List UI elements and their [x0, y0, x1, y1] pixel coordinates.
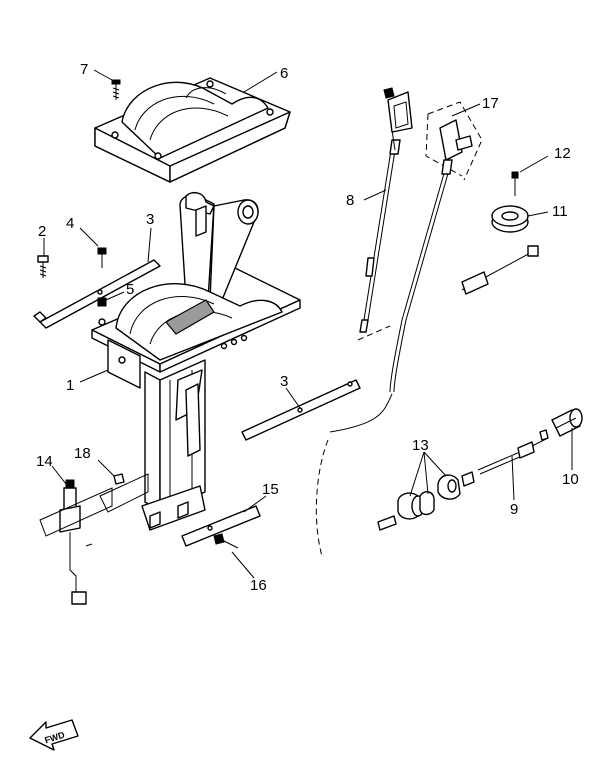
part-14-neutral-switch — [39, 479, 113, 605]
callout-1: 1 — [66, 377, 74, 394]
callout-16: 16 — [250, 577, 267, 594]
callout-7: 7 — [80, 61, 88, 78]
callout-13: 13 — [412, 437, 429, 454]
part-1-control-lever-assembly — [91, 191, 301, 531]
callout-3-lower: 3 — [280, 373, 288, 390]
part-5-nut — [97, 297, 107, 307]
part-push-rod — [461, 245, 539, 295]
part-13-fitting-set — [377, 471, 475, 531]
part-16-screw — [213, 533, 239, 549]
callout-8: 8 — [346, 192, 354, 209]
part-3-strap-lower — [241, 379, 361, 441]
callout-2: 2 — [38, 223, 46, 240]
callout-5: 5 — [126, 281, 134, 298]
part-2-bolt — [37, 255, 49, 278]
part-17-cable-end-bracket — [383, 87, 483, 181]
part-4-screw — [97, 247, 107, 268]
callout-9: 9 — [510, 501, 518, 518]
part-8-throttle-cable — [359, 129, 401, 333]
callout-12: 12 — [554, 145, 571, 162]
part-9-inner-cable — [477, 429, 549, 475]
part-6-cover-plate — [94, 77, 291, 183]
part-15-plate — [181, 505, 261, 547]
callout-18: 18 — [74, 445, 91, 462]
callout-labels: 7 6 17 12 8 11 3 4 2 5 1 3 13 18 14 10 1… — [36, 61, 579, 594]
callout-4: 4 — [66, 215, 74, 232]
callout-15: 15 — [262, 481, 279, 498]
callout-17: 17 — [482, 95, 499, 112]
callout-3-upper: 3 — [146, 211, 154, 228]
part-11-grommet — [491, 205, 529, 233]
callout-10: 10 — [562, 471, 579, 488]
callout-11: 11 — [552, 203, 568, 220]
arrow-left-icon — [29, 719, 79, 751]
part-18-nut — [99, 473, 149, 513]
callout-14: 14 — [36, 453, 53, 470]
part-10-cable-end — [551, 408, 583, 437]
part-3-strap-upper — [33, 259, 161, 329]
callout-6: 6 — [280, 65, 288, 82]
leader-lines — [43, 69, 573, 579]
fwd-direction-indicator: FWD — [29, 719, 79, 751]
part-7-screw — [111, 79, 121, 100]
part-12-screw — [511, 171, 519, 196]
part-cable-shift — [315, 159, 453, 557]
